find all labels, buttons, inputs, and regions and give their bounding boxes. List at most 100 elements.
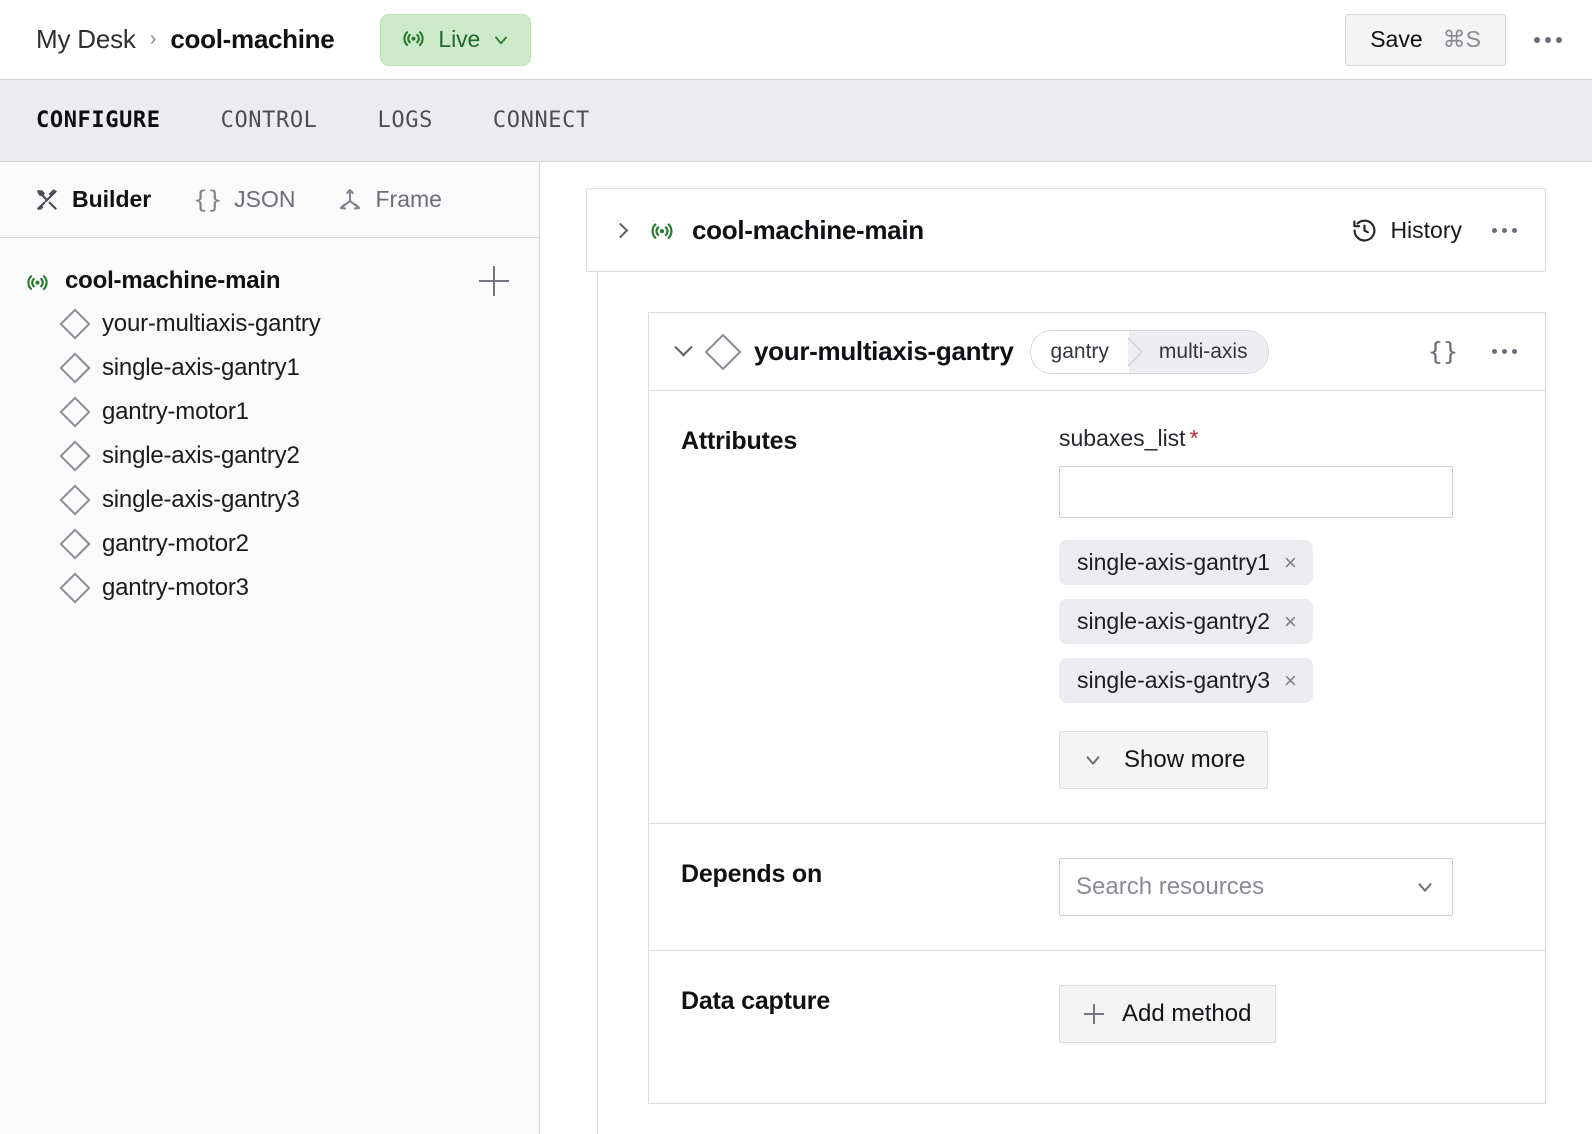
sidebar-mode-json[interactable]: {} JSON (193, 186, 295, 214)
braces-icon: {} (193, 185, 223, 214)
required-marker: * (1189, 425, 1199, 451)
tag-label: single-axis-gantry3 (1077, 667, 1271, 693)
diamond-icon (59, 396, 91, 428)
tree-guide-line (597, 272, 598, 1134)
chevron-down-icon (1082, 749, 1104, 771)
row-attributes: Attributes subaxes_list* single-axis-gan… (649, 391, 1545, 824)
breadcrumb-parent-link[interactable]: My Desk (36, 24, 136, 54)
diamond-icon (59, 440, 91, 472)
resource-type-model: multi-axis (1128, 330, 1268, 373)
resource-card-header: your-multiaxis-gantry gantry multi-axis … (649, 313, 1545, 391)
resource-tree: cool-machine-main your-multiaxis-gantry … (0, 238, 539, 610)
tree-item-label: single-axis-gantry3 (102, 486, 300, 513)
signal-wave-icon (24, 268, 51, 295)
tab-control[interactable]: CONTROL (220, 108, 318, 133)
signal-wave-icon (400, 24, 427, 56)
tag-single-axis-gantry3: single-axis-gantry3 × (1059, 658, 1313, 703)
tree-item-label: gantry-motor1 (102, 398, 249, 425)
history-clock-icon (1351, 217, 1378, 244)
breadcrumb-current: cool-machine (170, 24, 335, 54)
live-badge-label: Live (438, 26, 481, 52)
top-bar: My Desk › cool-machine Live Save ⌘S (0, 0, 1592, 80)
resource-card-actions: {} (1428, 337, 1523, 366)
breadcrumb-separator-icon: › (149, 28, 157, 50)
diamond-icon (59, 528, 91, 560)
tree-item-gantry-motor3[interactable]: gantry-motor3 (0, 566, 539, 610)
sidebar-mode-frame-label: Frame (375, 186, 442, 212)
add-method-button[interactable]: Add method (1059, 985, 1277, 1043)
axes-icon (337, 187, 363, 213)
page-body: Builder {} JSON Frame (0, 162, 1592, 1134)
chevron-down-icon (491, 30, 511, 50)
tree-item-single-axis-gantry2[interactable]: single-axis-gantry2 (0, 434, 539, 478)
tree-item-your-multiaxis-gantry[interactable]: your-multiaxis-gantry (0, 302, 539, 346)
main-tab-bar: CONFIGURE CONTROL LOGS CONNECT (0, 80, 1592, 162)
subaxes-list-tags: single-axis-gantry1 × single-axis-gantry… (1059, 540, 1517, 703)
signal-wave-icon (648, 216, 676, 244)
row-data-capture: Data capture Add method (649, 951, 1545, 1103)
tree-root-cool-machine-main[interactable]: cool-machine-main (0, 260, 539, 302)
diamond-icon (59, 352, 91, 384)
live-status-badge[interactable]: Live (380, 13, 532, 66)
history-button[interactable]: History (1351, 217, 1462, 244)
braces-icon[interactable]: {} (1427, 337, 1458, 366)
tools-icon (34, 187, 60, 213)
tree-item-gantry-motor2[interactable]: gantry-motor2 (0, 522, 539, 566)
save-button-shortcut: ⌘S (1442, 26, 1481, 52)
save-button-label: Save (1370, 26, 1423, 52)
remove-tag-icon[interactable]: × (1284, 549, 1297, 575)
show-more-label: Show more (1124, 746, 1246, 773)
resource-card-name: your-multiaxis-gantry (754, 336, 1014, 366)
row-attributes-content: subaxes_list* single-axis-gantry1 × sing… (1059, 425, 1517, 789)
machine-card-overflow-menu-icon[interactable] (1486, 218, 1523, 243)
add-resource-plus-icon[interactable] (479, 266, 509, 296)
nested-resource-wrapper: your-multiaxis-gantry gantry multi-axis … (586, 272, 1546, 1134)
sidebar-mode-frame[interactable]: Frame (337, 186, 442, 213)
sidebar-mode-builder-label: Builder (72, 186, 152, 212)
tag-label: single-axis-gantry2 (1077, 608, 1271, 634)
sidebar-mode-switcher: Builder {} JSON Frame (0, 162, 539, 238)
tree-item-label: single-axis-gantry1 (102, 354, 300, 381)
depends-on-search-select[interactable]: Search resources (1059, 858, 1453, 916)
tree-item-single-axis-gantry1[interactable]: single-axis-gantry1 (0, 346, 539, 390)
resource-card-your-multiaxis-gantry: your-multiaxis-gantry gantry multi-axis … (648, 312, 1546, 1104)
remove-tag-icon[interactable]: × (1284, 608, 1297, 634)
show-more-button[interactable]: Show more (1059, 731, 1269, 789)
sidebar-mode-builder[interactable]: Builder (34, 186, 151, 213)
chevron-right-icon[interactable] (612, 222, 629, 238)
diamond-icon (59, 484, 91, 516)
row-depends-on-content: Search resources (1059, 858, 1517, 916)
resource-type-pill: gantry multi-axis (1029, 329, 1269, 374)
tree-item-gantry-motor1[interactable]: gantry-motor1 (0, 390, 539, 434)
machine-card-actions: History (1351, 217, 1523, 244)
subaxes-list-name: subaxes_list (1059, 425, 1186, 451)
tab-logs[interactable]: LOGS (377, 108, 433, 133)
top-bar-overflow-menu-icon[interactable] (1528, 27, 1568, 53)
machine-card-name: cool-machine-main (692, 214, 924, 245)
resource-card-overflow-menu-icon[interactable] (1486, 339, 1523, 364)
tree-root-label: cool-machine-main (65, 267, 281, 294)
row-depends-on-label: Depends on (681, 860, 823, 888)
tree-item-single-axis-gantry3[interactable]: single-axis-gantry3 (0, 478, 539, 522)
tree-item-label: single-axis-gantry2 (102, 442, 300, 469)
sidebar-mode-json-label: JSON (234, 186, 296, 212)
chevron-down-icon[interactable] (674, 338, 693, 357)
diamond-icon (704, 333, 742, 370)
tag-label: single-axis-gantry1 (1077, 549, 1271, 575)
save-button[interactable]: Save ⌘S (1345, 13, 1506, 66)
sidebar: Builder {} JSON Frame (0, 162, 540, 1134)
tab-connect[interactable]: CONNECT (492, 108, 590, 133)
add-method-label: Add method (1122, 1000, 1252, 1027)
plus-icon (1084, 1004, 1104, 1024)
remove-tag-icon[interactable]: × (1284, 667, 1297, 693)
chevron-down-icon (1414, 876, 1436, 898)
tab-configure[interactable]: CONFIGURE (36, 108, 161, 133)
diamond-icon (59, 572, 91, 604)
subaxes-list-input[interactable] (1059, 466, 1453, 518)
diamond-icon (59, 308, 91, 340)
machine-card: cool-machine-main History (586, 188, 1546, 272)
history-button-label: History (1390, 216, 1462, 243)
subaxes-list-field-label: subaxes_list* (1059, 425, 1517, 452)
row-depends-on: Depends on Search resources (649, 824, 1545, 951)
tree-item-label: gantry-motor2 (102, 530, 249, 557)
